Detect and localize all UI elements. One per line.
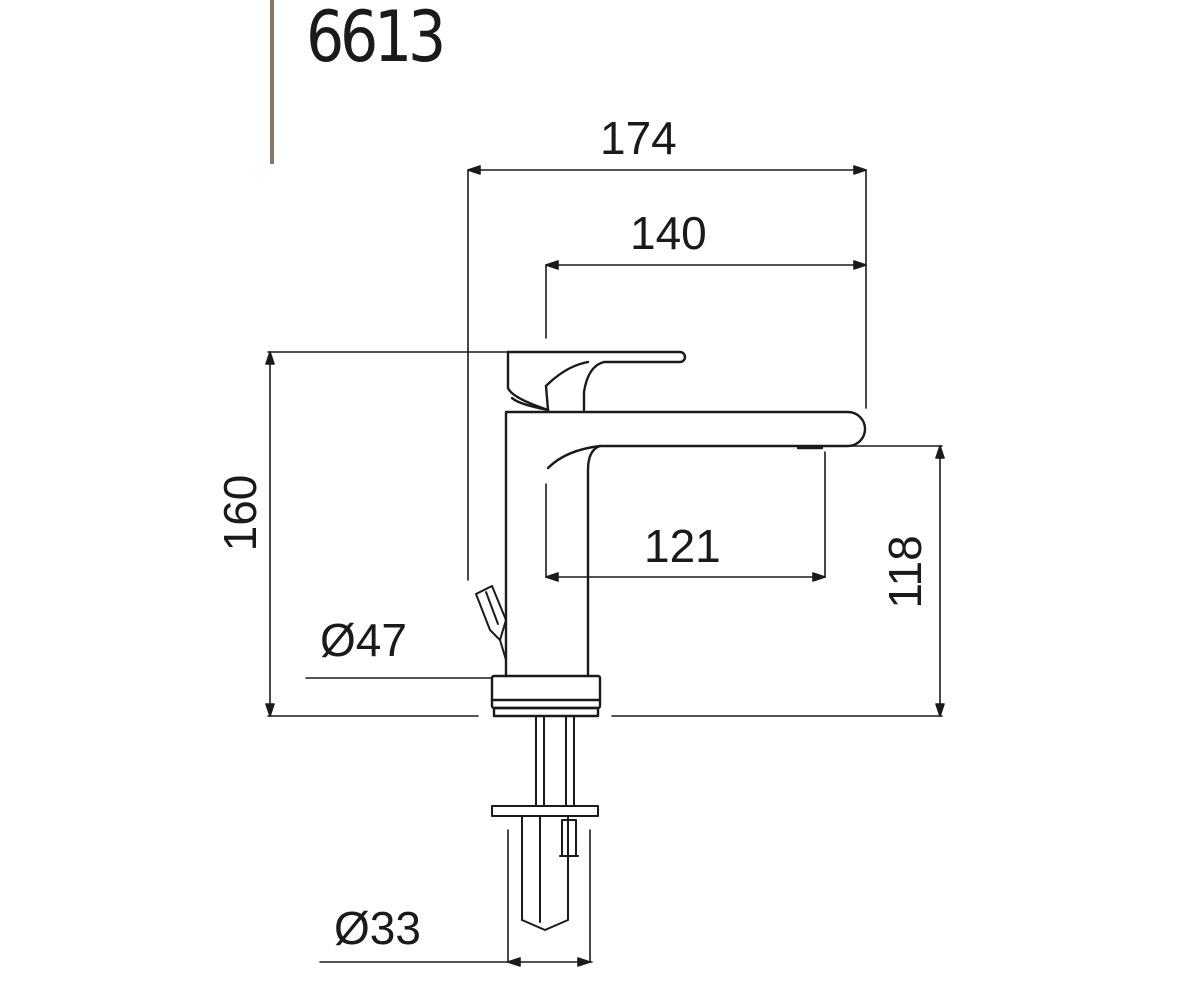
dimension-174-lines xyxy=(467,165,867,581)
faucet-body xyxy=(504,410,867,678)
faucet-lever-handle xyxy=(506,350,687,412)
dimension-overall-height: 160 xyxy=(214,474,266,552)
dimension-shank-diameter: Ø33 xyxy=(334,902,421,954)
faucet-base-flange xyxy=(490,674,602,718)
dimension-160-lines xyxy=(265,351,509,717)
dimension-140-lines xyxy=(545,260,867,339)
dimension-base-diameter: Ø47 xyxy=(320,614,407,666)
dimension-overall-length: 174 xyxy=(600,112,677,164)
model-code: 6613 xyxy=(306,0,446,78)
dimension-spout-clearance-reach: 121 xyxy=(644,520,721,572)
dimension-spout-height: 118 xyxy=(879,535,931,609)
dimension-spout-reach: 140 xyxy=(630,207,707,259)
faucet-shank xyxy=(491,715,599,931)
faucet-aerator-bypass xyxy=(475,585,507,661)
model-accent-bar xyxy=(270,0,274,164)
dimension-d33-lines xyxy=(319,829,593,967)
dimension-121-lines xyxy=(545,451,826,582)
